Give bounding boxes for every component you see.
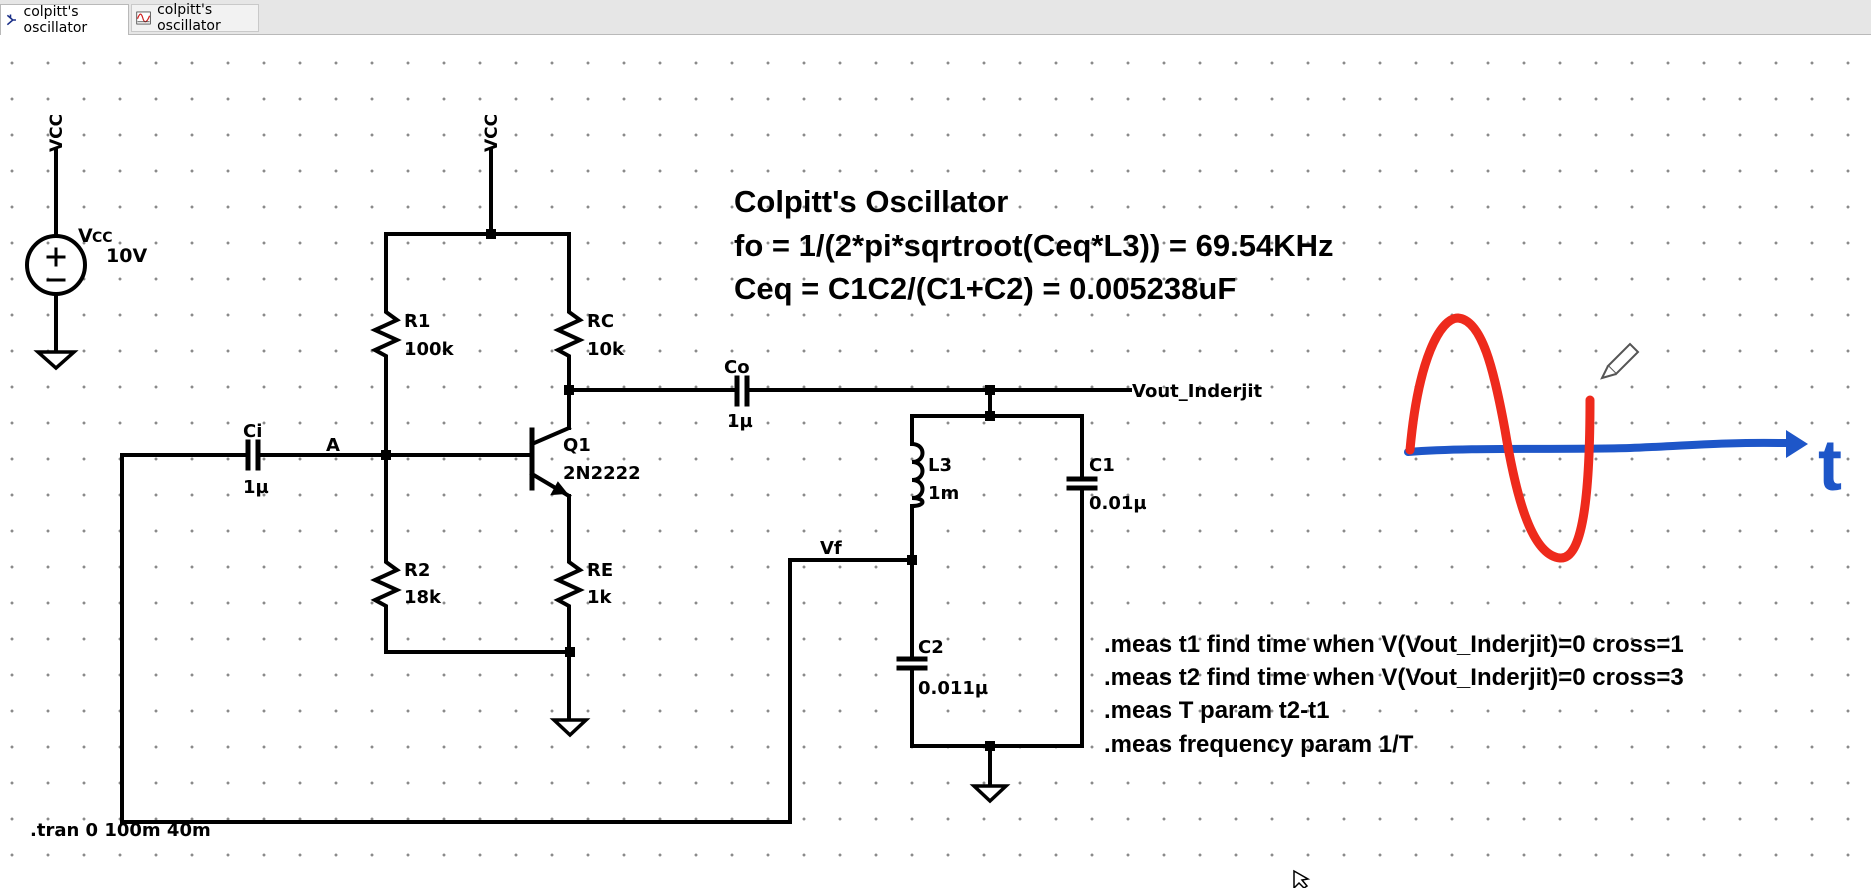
c1-value: 0.01µ xyxy=(1089,493,1147,514)
net-a-label: A xyxy=(326,435,340,456)
schematic-canvas[interactable]: VCC VCC V CC 10V R1 100k R2 18k RC 10k R… xyxy=(0,35,1871,888)
r1-name: R1 xyxy=(404,311,430,332)
capacitor-c2[interactable] xyxy=(896,656,928,671)
ci-name: Ci xyxy=(243,421,262,442)
q1-value: 2N2222 xyxy=(563,463,641,484)
q1-name: Q1 xyxy=(563,435,591,456)
rc-name: RC xyxy=(587,311,614,332)
l3-name: L3 xyxy=(928,455,952,476)
schematic-icon xyxy=(6,14,16,26)
ground-icon xyxy=(549,718,591,738)
ground-icon xyxy=(33,350,79,371)
source-name-sub: CC xyxy=(92,230,113,246)
resistor-re[interactable] xyxy=(553,550,585,616)
r2-name: R2 xyxy=(404,560,430,581)
schematic-drawing: VCC VCC V CC 10V R1 100k R2 18k RC 10k R… xyxy=(25,114,1842,888)
meas-directive[interactable]: .meas t2 find time when V(Vout_Inderjit)… xyxy=(1104,664,1684,691)
tab-label: colpitt's oscillator xyxy=(23,4,88,36)
mouse-pointer-icon xyxy=(1293,869,1311,888)
capacitor-c1[interactable] xyxy=(1066,476,1098,491)
time-axis-label: t xyxy=(1818,426,1842,506)
ground-icon xyxy=(969,784,1011,804)
re-name: RE xyxy=(587,560,613,581)
capacitor-co[interactable] xyxy=(734,375,750,407)
sine-wave-sketch: t xyxy=(1404,313,1842,563)
source-value: 10V xyxy=(106,245,147,267)
source-name: V xyxy=(78,225,93,247)
resistor-r2[interactable] xyxy=(370,550,402,616)
waveform-icon xyxy=(136,11,151,25)
c2-value: 0.011µ xyxy=(918,678,988,699)
transistor-q1[interactable] xyxy=(529,425,572,499)
co-name: Co xyxy=(724,357,750,378)
arrow-head-icon xyxy=(1786,430,1808,458)
title-line-1: Colpitt's Oscillator xyxy=(734,184,1008,219)
vcc-net-label-left: VCC xyxy=(47,114,67,152)
c1-name: C1 xyxy=(1089,455,1115,476)
vcc-source[interactable] xyxy=(25,148,87,352)
vcc-net-label-top: VCC xyxy=(482,114,502,152)
tab-label: colpitt's oscillator xyxy=(157,2,221,34)
tab-schematic[interactable]: colpitt's oscillator xyxy=(0,4,129,36)
capacitor-ci[interactable] xyxy=(245,439,261,471)
tab-waveform[interactable]: colpitt's oscillator xyxy=(131,2,259,34)
meas-directive[interactable]: .meas T param t2-t1 xyxy=(1104,697,1329,724)
resistor-r1[interactable] xyxy=(370,298,402,367)
tran-directive[interactable]: .tran 0 100m 40m xyxy=(30,820,211,841)
c2-name: C2 xyxy=(918,637,944,658)
co-value: 1µ xyxy=(727,411,753,432)
meas-directive[interactable]: .meas t1 find time when V(Vout_Inderjit)… xyxy=(1104,631,1684,658)
r1-value: 100k xyxy=(404,339,455,360)
meas-directive[interactable]: .meas frequency param 1/T xyxy=(1104,731,1414,758)
r2-value: 18k xyxy=(404,587,442,608)
pen-cursor-icon xyxy=(1600,342,1640,380)
net-vout-label: Vout_Inderjit xyxy=(1132,381,1263,402)
resistor-rc[interactable] xyxy=(553,298,585,367)
rc-value: 10k xyxy=(587,339,625,360)
inductor-l3[interactable] xyxy=(909,441,925,509)
tab-bar: colpitt's oscillator colpitt's oscillato… xyxy=(0,0,1871,36)
ci-value: 1µ xyxy=(243,477,269,498)
title-line-3: Ceq = C1C2/(C1+C2) = 0.005238uF xyxy=(734,271,1236,306)
title-line-2: fo = 1/(2*pi*sqrtroot(Ceq*L3)) = 69.54KH… xyxy=(734,228,1333,263)
net-vf-label: Vf xyxy=(820,538,842,559)
re-value: 1k xyxy=(587,587,613,608)
l3-value: 1m xyxy=(928,483,959,504)
